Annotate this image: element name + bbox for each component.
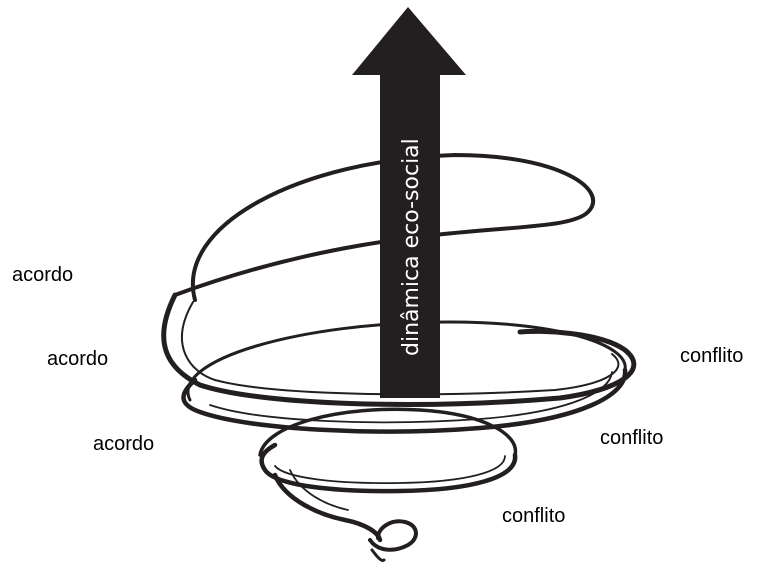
dynamic-arrow: dinâmica eco-social (352, 7, 466, 398)
arrow-head (352, 7, 466, 75)
acordo-label-top: acordo (12, 264, 74, 286)
arrow-label: dinâmica eco-social (399, 138, 424, 356)
arrow-shaft (380, 72, 440, 398)
conflito-label-middle: conflito (600, 427, 664, 449)
spiral-front (161, 292, 637, 562)
conflito-label-top: conflito (680, 345, 744, 367)
acordo-label-bottom: acordo (93, 433, 155, 455)
conflito-label-bottom: conflito (502, 505, 566, 527)
acordo-label-middle: acordo (47, 348, 109, 370)
